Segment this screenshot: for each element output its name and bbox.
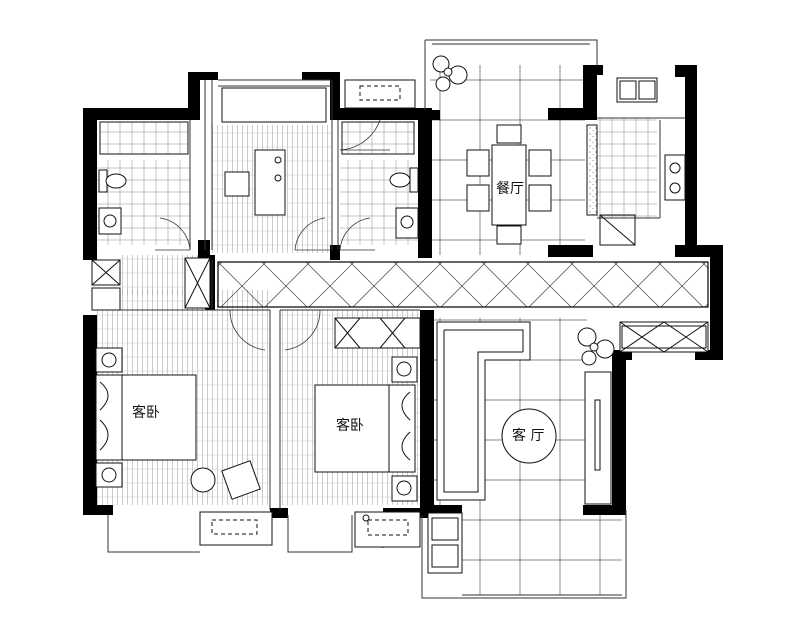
room-label-living: 客 厅 (512, 427, 544, 444)
corridor-floor (217, 261, 709, 308)
study-furniture (221, 87, 327, 216)
sink-icon (98, 207, 122, 235)
sofa-icon (436, 321, 531, 501)
toilet-icon (98, 169, 127, 193)
dining-table-icon (466, 124, 552, 245)
kitchen-fixtures (586, 77, 686, 246)
room-label-bedroom-right: 客卧 (336, 417, 364, 434)
bed-icon (314, 384, 416, 473)
structure-lines (97, 39, 685, 599)
sink-icon (616, 77, 658, 103)
toilet-icon (389, 167, 419, 193)
living-furniture (427, 321, 709, 574)
living-balcony-floor (462, 513, 622, 595)
room-label-bedroom-left: 客卧 (132, 404, 160, 421)
balcony-details (344, 79, 416, 109)
chair-icon (221, 460, 261, 500)
room-label-dining: 餐厅 (496, 181, 524, 197)
sink-icon (395, 207, 419, 239)
kitchen-floor (597, 118, 657, 218)
bed-icon (95, 374, 197, 461)
tv-cabinet-icon (584, 371, 612, 505)
bathroom-right-fixtures (341, 121, 419, 239)
bedroom-right-furniture (314, 317, 421, 548)
plant-icon (432, 55, 468, 92)
stove-icon (664, 154, 686, 201)
washing-machine-icon (599, 214, 636, 246)
plant-icon (577, 327, 615, 366)
bathroom-left-fixtures (98, 121, 189, 235)
bedroom-left-furniture (91, 257, 273, 546)
